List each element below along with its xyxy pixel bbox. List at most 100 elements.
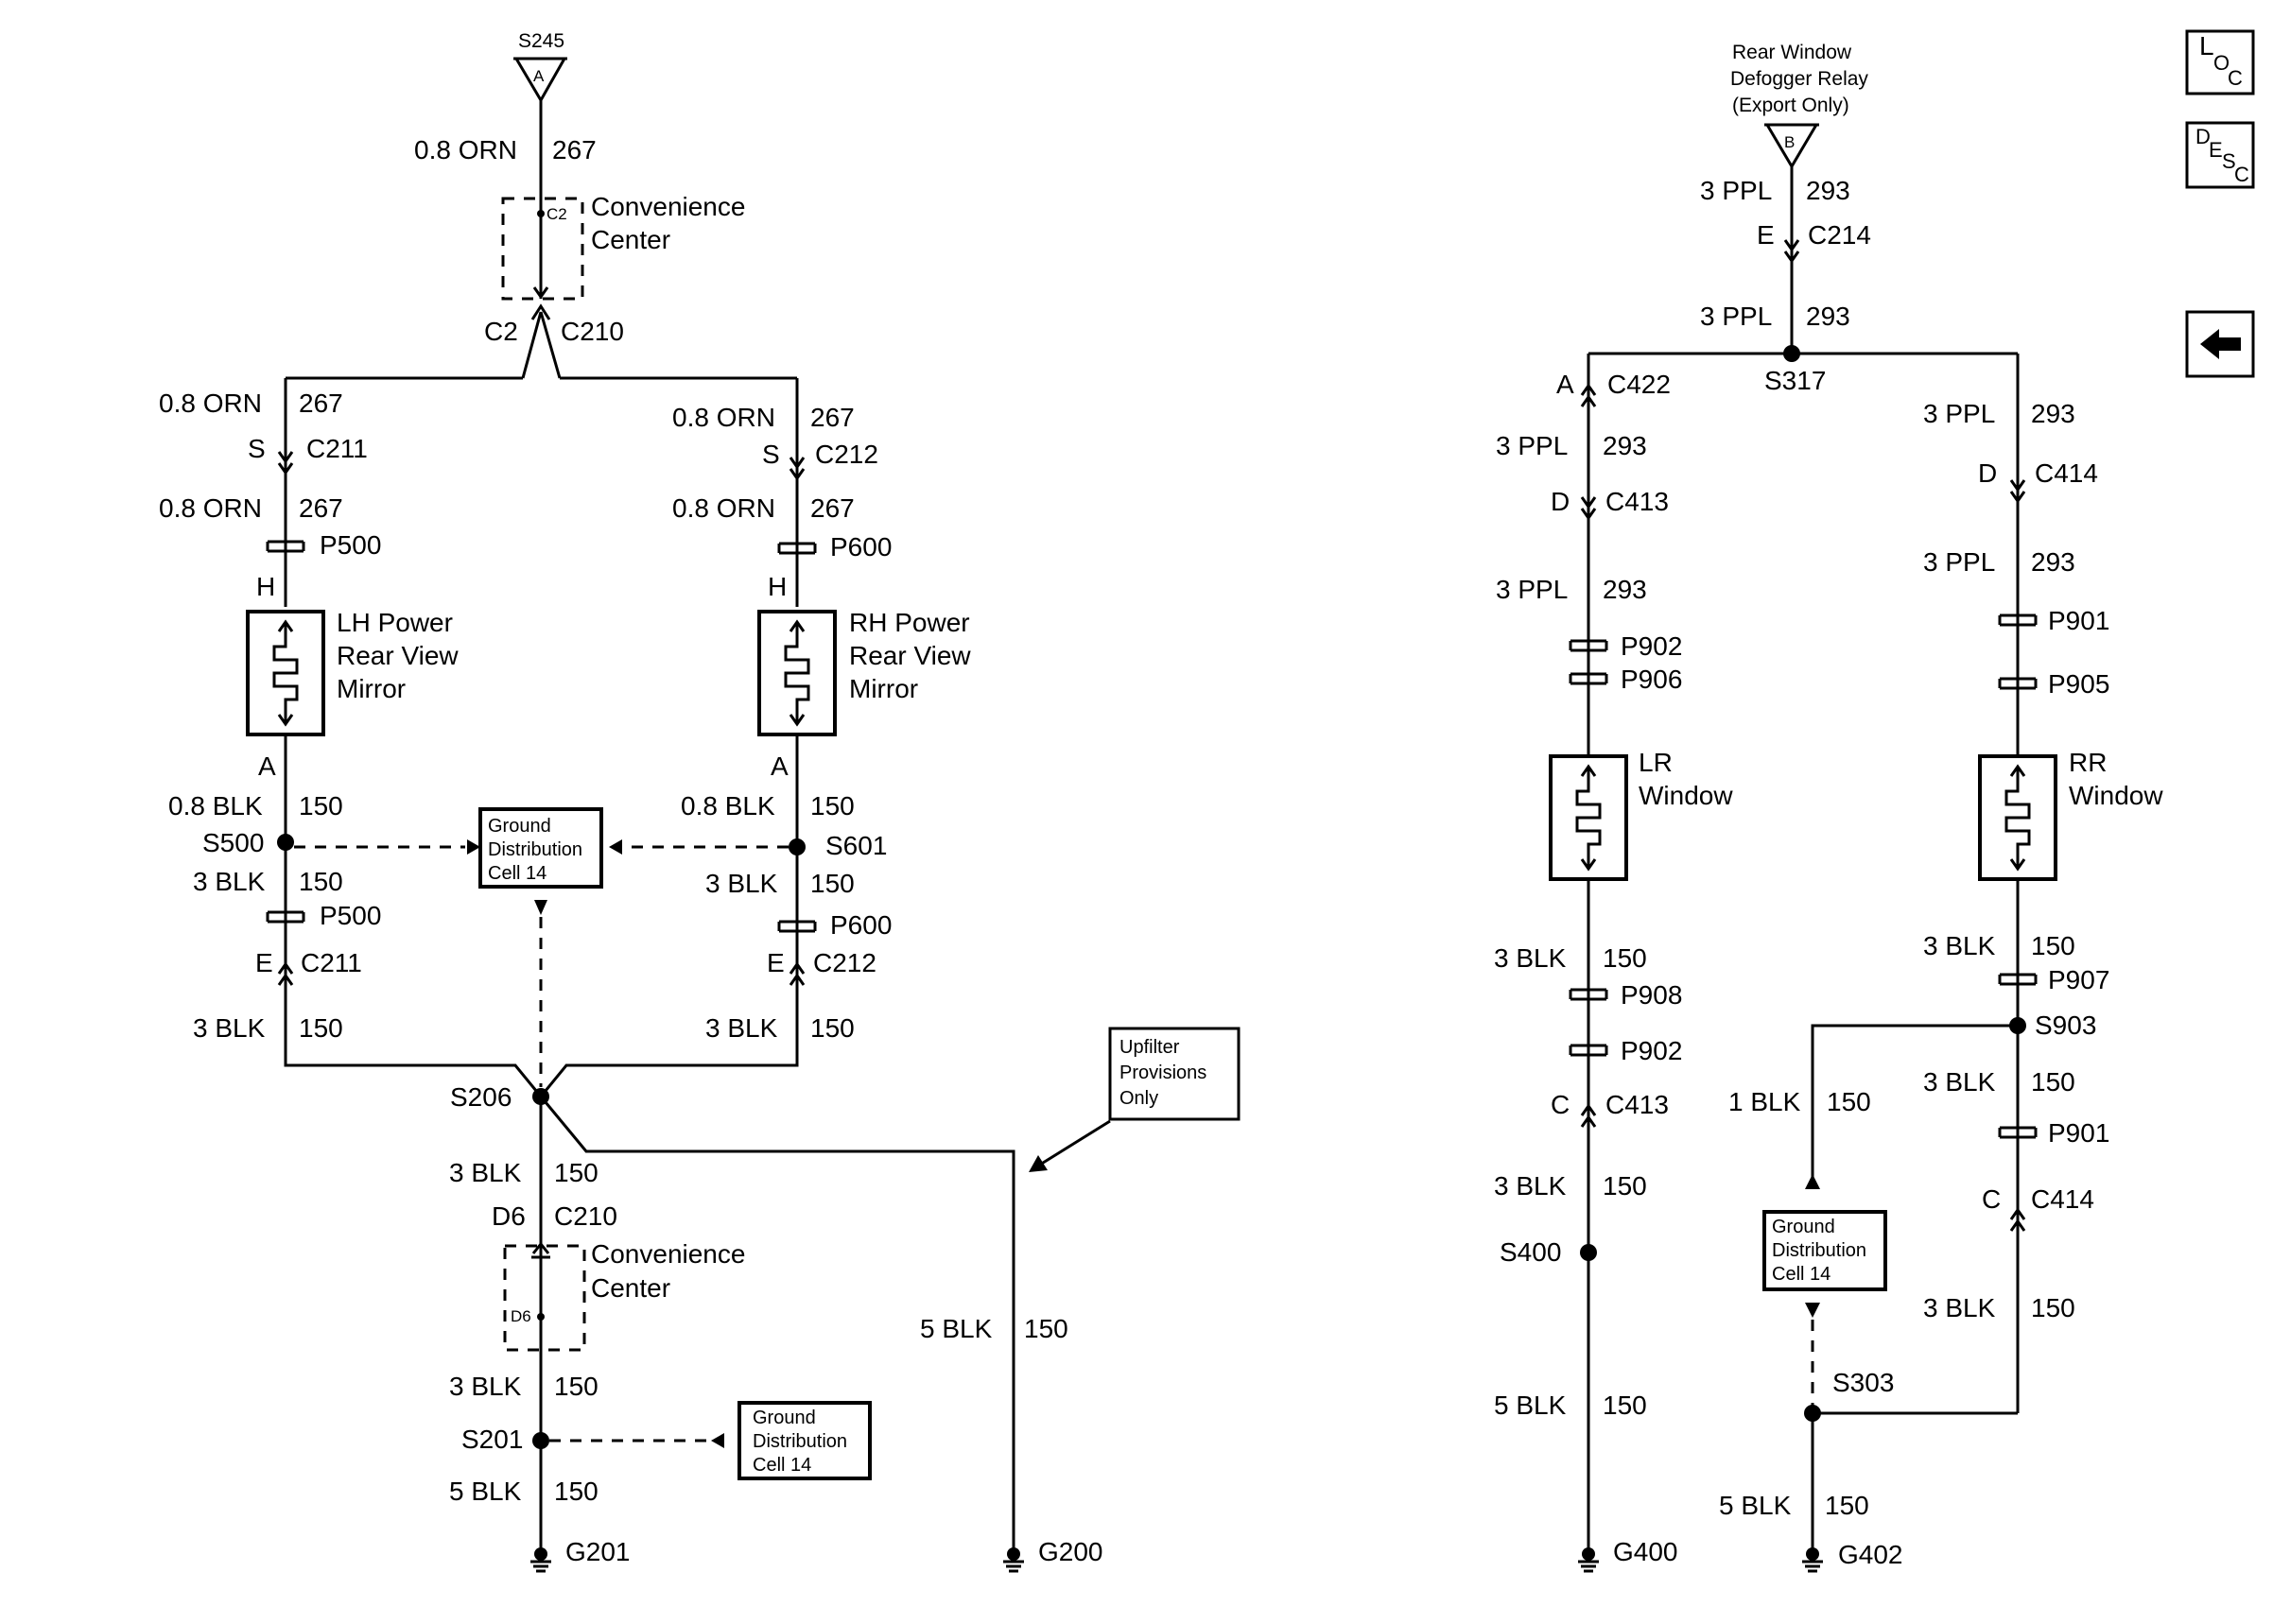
rh-w2-circuit: 267 — [810, 493, 855, 523]
c422-pin: A — [1556, 370, 1574, 399]
g402-wire-gauge: 5 BLK — [1719, 1491, 1792, 1520]
lh-mirror-label-1: LH Power — [337, 608, 453, 637]
w6-circuit: 150 — [554, 1158, 599, 1187]
lr-c413b-pin: C — [1551, 1090, 1570, 1119]
desc-button[interactable]: D E S C — [2185, 121, 2255, 189]
upfilter-line-3: Only — [1119, 1088, 1158, 1109]
w1-gauge: 0.8 ORN — [414, 135, 517, 164]
lr-w5-gauge: 5 BLK — [1494, 1391, 1567, 1420]
lh-w5-gauge: 3 BLK — [193, 1013, 266, 1043]
gd-s201-line-1: Ground — [753, 1408, 816, 1428]
lh-w4-gauge: 3 BLK — [193, 867, 266, 896]
lh-p500-bot-label: P500 — [320, 901, 381, 930]
rr-c414-label: C414 — [2035, 458, 2098, 488]
rh-w3-gauge: 0.8 BLK — [681, 791, 775, 821]
rr-p901b-label: P901 — [2048, 1118, 2109, 1148]
convenience-center-bottom: D6 Convenience Center — [503, 1239, 745, 1352]
rr-w4-gauge: 3 BLK — [1923, 1067, 1996, 1097]
gd-right-line-1: Ground — [1772, 1217, 1835, 1237]
rr-w4-circuit: 150 — [2031, 1067, 2075, 1097]
rh-w1-circuit: 267 — [810, 403, 855, 432]
c210-label: C210 — [554, 1201, 617, 1231]
back-button[interactable] — [2185, 310, 2255, 378]
rr-p901-label: P901 — [2048, 606, 2109, 635]
relay-label-2: Defogger Relay — [1730, 68, 1868, 90]
rh-w4-circuit: 150 — [810, 869, 855, 898]
lr-w2-circuit: 293 — [1603, 575, 1647, 604]
lh-w3-gauge: 0.8 BLK — [168, 791, 263, 821]
s245-source: S245 A — [513, 30, 567, 103]
rr-p905-label: P905 — [2048, 669, 2109, 699]
g200-label: G200 — [1038, 1537, 1103, 1566]
ground-distribution-box-right: Ground Distribution Cell 14 — [1762, 1210, 1887, 1291]
desc-letter-s: S — [2222, 149, 2236, 173]
lr-p908-label: P908 — [1621, 980, 1682, 1010]
gd-right-line-2: Distribution — [1772, 1240, 1866, 1261]
rr-w1-gauge: 3 PPL — [1923, 399, 1995, 428]
rh-h-pin: H — [768, 572, 787, 601]
s206-label: S206 — [450, 1082, 512, 1112]
cc-bot-label-1: Convenience — [591, 1239, 745, 1269]
rr-window-branch: 3 PPL 293 D C414 3 PPL 293 P901 P905 RR … — [1923, 354, 2163, 1413]
lh-w1-gauge: 0.8 ORN — [159, 389, 262, 418]
lh-mirror-label-2: Rear View — [337, 641, 459, 670]
rw-w1-circuit: 293 — [1806, 176, 1850, 205]
rh-w5-gauge: 3 BLK — [705, 1013, 778, 1043]
rr-c414b-pin: C — [1982, 1184, 2001, 1214]
w8-circuit: 150 — [554, 1477, 599, 1506]
lr-c413-label: C413 — [1605, 487, 1669, 516]
rh-mirror-label-3: Mirror — [849, 674, 918, 703]
relay-label-3: (Export Only) — [1732, 95, 1849, 116]
rh-w3-circuit: 150 — [810, 791, 855, 821]
lr-c413b-label: C413 — [1605, 1090, 1669, 1119]
gd-center-line-2: Distribution — [488, 839, 582, 860]
w7-circuit: 150 — [554, 1372, 599, 1401]
desc-letter-d: D — [2195, 125, 2211, 148]
rr-c414b-label: C414 — [2031, 1184, 2094, 1214]
cc-top-label-1: Convenience — [591, 192, 745, 221]
rh-w2-gauge: 0.8 ORN — [672, 493, 775, 523]
rw-w1-gauge: 3 PPL — [1700, 176, 1772, 205]
split-right-label: C210 — [561, 317, 624, 346]
lr-window-label-2: Window — [1639, 781, 1733, 810]
rh-c212-pin: S — [762, 440, 780, 469]
s303-label: S303 — [1832, 1368, 1894, 1397]
relay-label-1: Rear Window — [1732, 42, 1852, 63]
rr-w1-circuit: 293 — [2031, 399, 2075, 428]
rr-w3-circuit: 150 — [2031, 931, 2075, 960]
s245-pin: A — [533, 67, 545, 85]
rh-w1-gauge: 0.8 ORN — [672, 403, 775, 432]
gd-s201-line-2: Distribution — [753, 1431, 847, 1452]
back-arrow-icon — [2200, 329, 2241, 359]
rh-a-pin: A — [771, 752, 789, 781]
g200-wire-gauge: 5 BLK — [920, 1314, 993, 1343]
rr-w2-circuit: 293 — [2031, 547, 2075, 577]
branch-circuit: 150 — [1827, 1087, 1871, 1116]
convenience-center-top: C2 Convenience Center — [501, 192, 745, 301]
rh-mirror-branch: 0.8 ORN 267 S C212 0.8 ORN 267 P600 H RH… — [672, 378, 971, 1056]
rr-w5-circuit: 150 — [2031, 1293, 2075, 1322]
g400-label: G400 — [1613, 1537, 1678, 1566]
ground-distribution-box-center: Ground Distribution Cell 14 — [478, 807, 603, 889]
lh-mirror-label-3: Mirror — [337, 674, 406, 703]
s317-label: S317 — [1764, 366, 1826, 395]
branch-gauge: 1 BLK — [1728, 1087, 1801, 1116]
g402-wire-circuit: 150 — [1825, 1491, 1869, 1520]
rr-c414-pin: D — [1978, 458, 1997, 488]
lh-c211b-pin: E — [255, 948, 273, 977]
lr-p902b-label: P902 — [1621, 1036, 1682, 1065]
lr-w4-gauge: 3 BLK — [1494, 1171, 1567, 1201]
w7-gauge: 3 BLK — [449, 1372, 522, 1401]
rh-mirror-label-1: RH Power — [849, 608, 970, 637]
w1-circuit: 267 — [552, 135, 597, 164]
s201-label: S201 — [461, 1425, 523, 1454]
g201-label: G201 — [565, 1537, 631, 1566]
loc-button[interactable]: L O C — [2185, 29, 2255, 95]
lr-p902-label: P902 — [1621, 631, 1682, 661]
s500-label: S500 — [202, 828, 264, 857]
lh-w2-circuit: 267 — [299, 493, 343, 523]
lr-window-branch: A C422 3 PPL 293 D C413 3 PPL 293 P902 P… — [1494, 354, 1733, 1573]
desc-letter-e: E — [2209, 138, 2223, 162]
upfilter-line-1: Upfilter — [1119, 1037, 1180, 1058]
